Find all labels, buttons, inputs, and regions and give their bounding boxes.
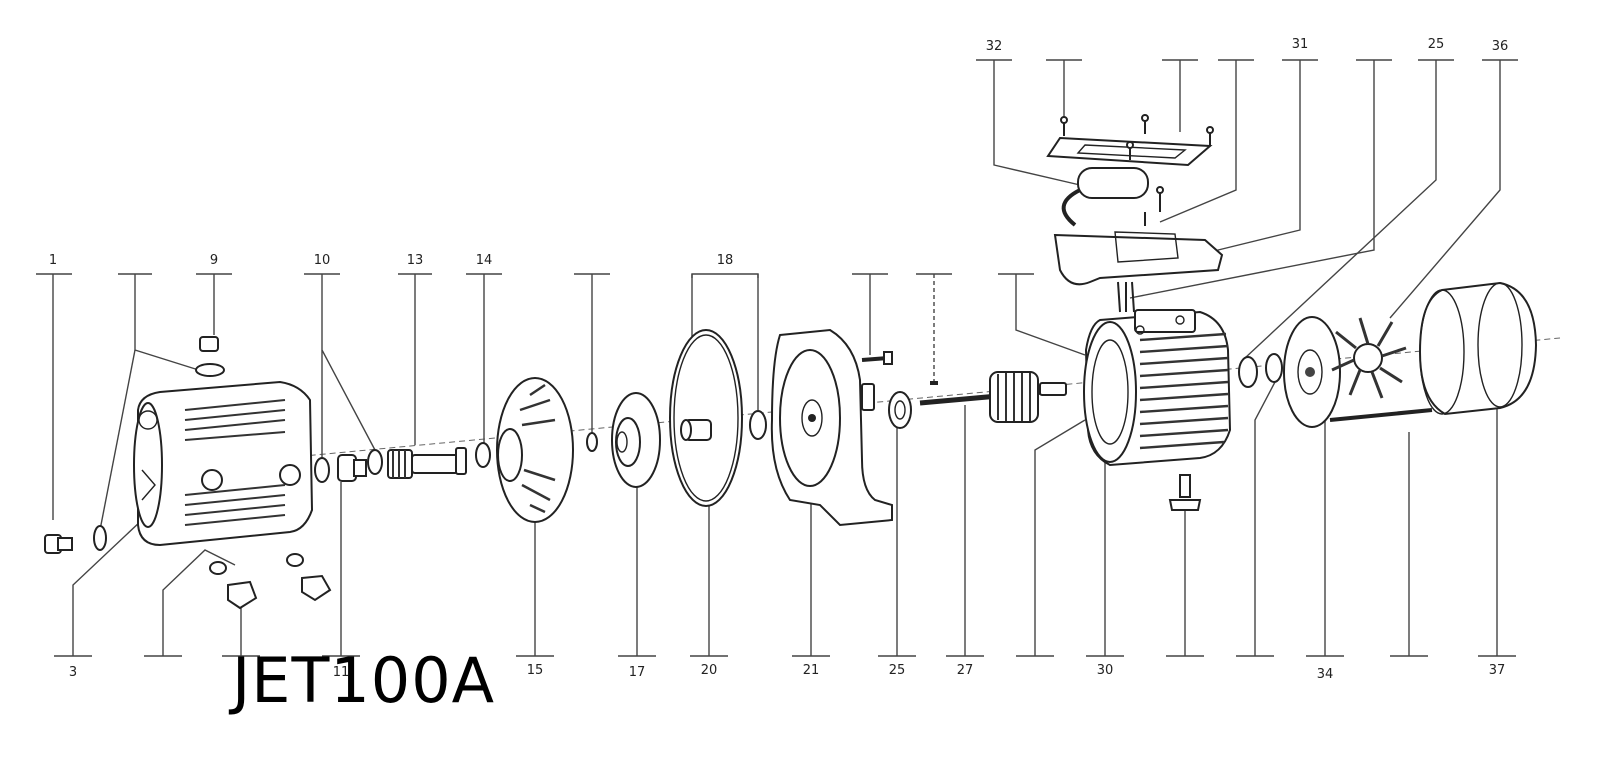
label-18: 18 bbox=[717, 253, 734, 268]
model-title: JET100A bbox=[232, 644, 496, 717]
seal-part bbox=[586, 432, 598, 452]
washer-part bbox=[1238, 356, 1258, 388]
label-30: 30 bbox=[1097, 663, 1114, 678]
label-32: 32 bbox=[986, 39, 1003, 54]
o-ring-part bbox=[314, 457, 330, 483]
terminal-box-part bbox=[1053, 231, 1224, 313]
drain-gasket-part bbox=[93, 525, 107, 551]
large-o-ring-part bbox=[669, 329, 743, 507]
label-3: 3 bbox=[69, 665, 77, 680]
motor-foot-screw-part bbox=[1168, 474, 1202, 511]
bearing-part bbox=[888, 391, 912, 429]
venturi-part bbox=[387, 447, 467, 479]
rotor-part bbox=[919, 371, 1067, 423]
bottom-plugs-part bbox=[209, 553, 332, 610]
label-13: 13 bbox=[407, 253, 424, 268]
fill-plug-part bbox=[195, 336, 225, 377]
key-part bbox=[930, 381, 938, 385]
pump-body-part bbox=[133, 380, 314, 547]
nozzle-part bbox=[337, 454, 367, 482]
label-14: 14 bbox=[476, 253, 493, 268]
o-ring-part bbox=[367, 449, 383, 475]
tie-rod-part bbox=[1329, 408, 1433, 422]
label-36: 36 bbox=[1492, 39, 1509, 54]
label-25-bottom: 25 bbox=[889, 663, 906, 678]
label-20: 20 bbox=[701, 663, 718, 678]
label-27: 27 bbox=[957, 663, 974, 678]
part-number-labels: 1 9 10 13 14 18 32 31 25 36 3 11 15 17 2… bbox=[49, 37, 1508, 682]
mechanical-seal-part bbox=[680, 419, 712, 441]
bracket-part bbox=[770, 328, 893, 527]
label-31: 31 bbox=[1292, 37, 1309, 52]
top-callouts bbox=[36, 59, 1518, 531]
rear-cover-part bbox=[1283, 316, 1341, 428]
seal-ring-part bbox=[749, 410, 767, 440]
lid-screws-part bbox=[1060, 114, 1214, 226]
capacitor-part bbox=[1061, 167, 1149, 227]
bottom-callouts bbox=[54, 381, 1516, 657]
label-11: 11 bbox=[333, 665, 350, 680]
label-34: 34 bbox=[1317, 667, 1334, 682]
bolt-part bbox=[861, 351, 893, 365]
wave-washer-part bbox=[1265, 353, 1283, 383]
label-21: 21 bbox=[803, 663, 820, 678]
label-17: 17 bbox=[629, 665, 646, 680]
motor-housing-part bbox=[1083, 309, 1232, 467]
label-25-top: 25 bbox=[1428, 37, 1445, 52]
o-ring-part bbox=[475, 442, 491, 468]
label-15: 15 bbox=[527, 663, 544, 678]
diffuser-part bbox=[496, 377, 574, 523]
label-10: 10 bbox=[314, 253, 331, 268]
drain-plug-part bbox=[44, 534, 73, 554]
label-1: 1 bbox=[49, 253, 57, 268]
fan-cover-part bbox=[1418, 281, 1538, 416]
fan-part bbox=[1331, 317, 1407, 399]
label-9: 9 bbox=[210, 253, 218, 268]
impeller-part bbox=[611, 392, 661, 488]
label-37: 37 bbox=[1489, 663, 1506, 678]
